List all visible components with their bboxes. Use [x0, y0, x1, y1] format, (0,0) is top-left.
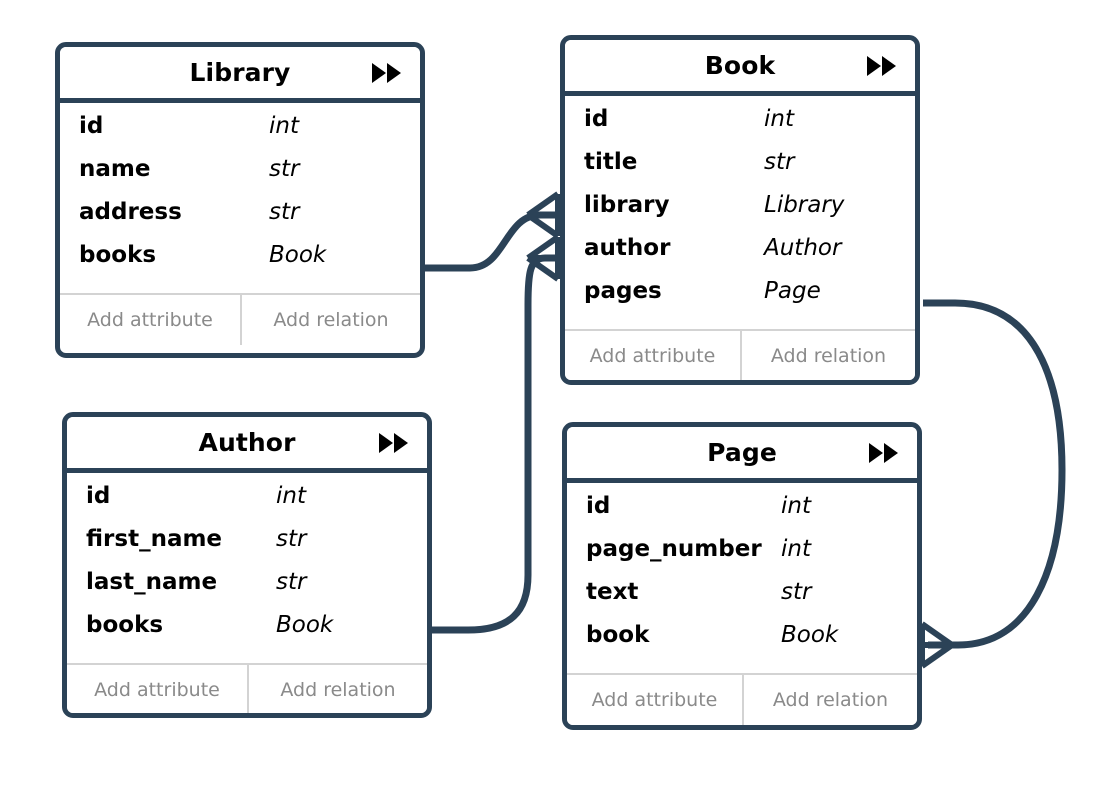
entity-title-page: Page — [707, 438, 777, 467]
attribute-name: name — [79, 156, 151, 182]
attribute-row[interactable]: author Author — [565, 235, 915, 278]
entity-footer-library: Add attribute Add relation — [60, 293, 420, 345]
entity-card-author[interactable]: Author id int first_name str last_name s… — [62, 412, 432, 718]
attribute-type: Book — [269, 242, 327, 268]
add-attribute-button[interactable]: Add attribute — [94, 679, 220, 701]
attribute-name: last_name — [86, 569, 218, 595]
attribute-type: Page — [764, 278, 821, 304]
add-relation-button[interactable]: Add relation — [247, 665, 427, 713]
attribute-type: Book — [276, 612, 334, 638]
attribute-type: str — [269, 156, 300, 182]
attribute-row[interactable]: first_name str — [67, 526, 427, 569]
attribute-type: str — [764, 149, 795, 175]
attribute-type: Author — [764, 235, 842, 261]
attribute-name: text — [586, 579, 639, 605]
attribute-row[interactable]: title str — [565, 149, 915, 192]
add-attribute-button[interactable]: Add attribute — [591, 689, 718, 711]
entity-header-library[interactable]: Library — [60, 47, 420, 103]
entity-header-book[interactable]: Book — [565, 40, 915, 96]
attribute-row[interactable]: pages Page — [565, 278, 915, 321]
attribute-list-book: id int title str library Library author … — [565, 96, 915, 329]
attribute-name: title — [584, 149, 638, 175]
attribute-type: int — [781, 493, 811, 519]
attribute-row[interactable]: address str — [60, 199, 420, 242]
attribute-list-author: id int first_name str last_name str book… — [67, 473, 427, 663]
edge-library-to-book — [425, 211, 557, 272]
entity-title-author: Author — [198, 428, 296, 457]
crowsfoot-book-library — [526, 191, 561, 239]
add-relation-button[interactable]: Add relation — [740, 331, 915, 380]
attribute-name: book — [586, 622, 650, 648]
attribute-list-page: id int page_number int text str book Boo… — [567, 483, 917, 673]
entity-title-book: Book — [704, 51, 776, 80]
entity-footer-book: Add attribute Add relation — [565, 329, 915, 380]
attribute-name: id — [86, 483, 111, 509]
attribute-row[interactable]: book Book — [567, 622, 917, 665]
entity-card-page[interactable]: Page id int page_number int text str — [562, 422, 922, 730]
attribute-name: author — [584, 235, 671, 261]
attribute-name: library — [584, 192, 670, 218]
attribute-type: int — [276, 483, 306, 509]
entity-title-library: Library — [189, 58, 291, 87]
attribute-type: str — [276, 569, 307, 595]
attribute-name: books — [86, 612, 164, 638]
attribute-row[interactable]: page_number int — [567, 536, 917, 579]
entity-footer-author: Add attribute Add relation — [67, 663, 427, 713]
attribute-name: books — [79, 242, 157, 268]
attribute-row[interactable]: last_name str — [67, 569, 427, 612]
attribute-list-library: id int name str address str books Book — [60, 103, 420, 293]
attribute-row[interactable]: id int — [567, 493, 917, 536]
attribute-row[interactable]: books Book — [67, 612, 427, 655]
attribute-name: id — [584, 106, 609, 132]
attribute-row[interactable]: text str — [567, 579, 917, 622]
attribute-type: str — [269, 199, 300, 225]
attribute-row[interactable]: books Book — [60, 242, 420, 285]
fast-forward-icon[interactable] — [370, 61, 404, 85]
fast-forward-icon[interactable] — [377, 431, 411, 455]
attribute-row[interactable]: name str — [60, 156, 420, 199]
entity-header-page[interactable]: Page — [567, 427, 917, 483]
attribute-type: Library — [764, 192, 845, 218]
attribute-type: str — [276, 526, 307, 552]
crowsfoot-book-author — [526, 234, 561, 282]
attribute-type: Book — [781, 622, 839, 648]
add-relation-button[interactable]: Add relation — [240, 295, 420, 345]
fast-forward-icon[interactable] — [867, 441, 901, 465]
entity-footer-page: Add attribute Add relation — [567, 673, 917, 725]
add-attribute-button[interactable]: Add attribute — [589, 345, 716, 367]
attribute-type: int — [764, 106, 794, 132]
fast-forward-icon[interactable] — [865, 54, 899, 78]
entity-card-book[interactable]: Book id int title str library Library — [560, 35, 920, 385]
crowsfoot-page-book — [919, 621, 954, 669]
attribute-name: pages — [584, 278, 662, 304]
attribute-row[interactable]: id int — [67, 483, 427, 526]
attribute-row[interactable]: id int — [60, 113, 420, 156]
attribute-name: page_number — [586, 536, 762, 562]
entity-card-library[interactable]: Library id int name str address str — [55, 42, 425, 358]
edge-book-to-page — [923, 299, 1066, 649]
attribute-name: address — [79, 199, 182, 225]
attribute-type: str — [781, 579, 812, 605]
attribute-type: int — [269, 113, 299, 139]
edge-author-to-book — [432, 254, 557, 634]
attribute-row[interactable]: library Library — [565, 192, 915, 235]
entity-header-author[interactable]: Author — [67, 417, 427, 473]
attribute-name: id — [79, 113, 104, 139]
attribute-type: int — [781, 536, 811, 562]
attribute-name: id — [586, 493, 611, 519]
add-relation-button[interactable]: Add relation — [742, 675, 917, 725]
attribute-row[interactable]: id int — [565, 106, 915, 149]
add-attribute-button[interactable]: Add attribute — [87, 309, 213, 331]
attribute-name: first_name — [86, 526, 223, 552]
